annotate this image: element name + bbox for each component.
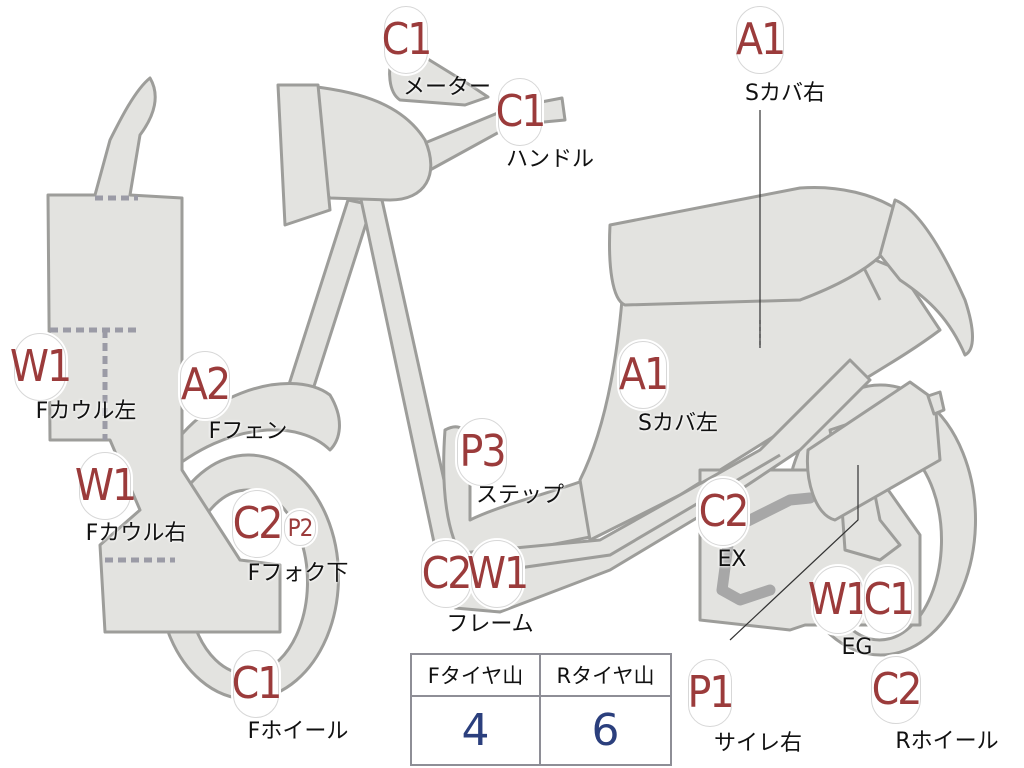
f-wheel-label: Fホイール	[247, 719, 349, 744]
s-cover-r-code: A1	[736, 6, 786, 74]
silencer-code: P1	[687, 659, 735, 727]
front-cowl-shape	[46, 76, 282, 634]
step-code: P3	[457, 418, 507, 486]
s-cover-l-code: A1	[619, 341, 669, 409]
f-wheel-code: C1	[232, 650, 282, 718]
f-fender-label: Fフェン	[208, 419, 288, 444]
front-tire-tread-value: 4	[412, 697, 541, 764]
f-cowl-l-label: Fカウル左	[35, 399, 137, 424]
handle-label: ハンドル	[505, 147, 595, 172]
silencer-label: サイレ右	[713, 731, 803, 756]
front-tire-tread-header: Fタイヤ山	[412, 655, 541, 697]
r-wheel-label: Rホイール	[895, 729, 999, 754]
ex-code: C2	[698, 478, 749, 546]
f-cowl-l-code: W1	[10, 333, 72, 401]
rear-tire-tread-header: Rタイヤ山	[541, 655, 670, 697]
s-cover-r-label: Sカバ右	[745, 81, 825, 106]
meter-label: メーター	[402, 75, 492, 100]
s-cover-l-label: Sカバ左	[638, 411, 718, 436]
f-fork-label: Fフォク下	[247, 561, 349, 586]
headlight-lens-shape	[276, 83, 332, 227]
silencer-leader	[729, 465, 859, 641]
step-label: ステップ	[475, 483, 565, 508]
f-cowl-r-label: Fカウル右	[85, 521, 187, 546]
ex-label: EX	[717, 547, 747, 572]
f-cowl-r-code: W1	[75, 452, 137, 520]
eg-label: EG	[841, 635, 873, 660]
f-fork-code-2: P2	[284, 510, 316, 546]
meter-code: C1	[382, 6, 432, 74]
tire-tread-table: Fタイヤ山 Rタイヤ山 4 6	[410, 653, 672, 766]
exhaust-pipe-shape	[716, 492, 816, 606]
frame-code: C2	[421, 540, 472, 608]
eg-code-2: C1	[864, 566, 914, 634]
f-fork-code: C2	[232, 490, 283, 558]
r-wheel-code: C2	[871, 656, 922, 724]
frame-shape	[438, 358, 872, 614]
muffler-tip-shape	[926, 390, 946, 416]
frame-label: フレーム	[446, 612, 534, 637]
handle-code: C1	[496, 78, 546, 146]
tail-shape	[878, 198, 974, 357]
eg-code: W1	[808, 566, 870, 634]
f-fender-code: A2	[180, 351, 231, 419]
muffler-shape	[805, 380, 942, 522]
frame-code-2: W1	[467, 540, 529, 608]
rear-tire-tread-value: 6	[591, 705, 620, 756]
